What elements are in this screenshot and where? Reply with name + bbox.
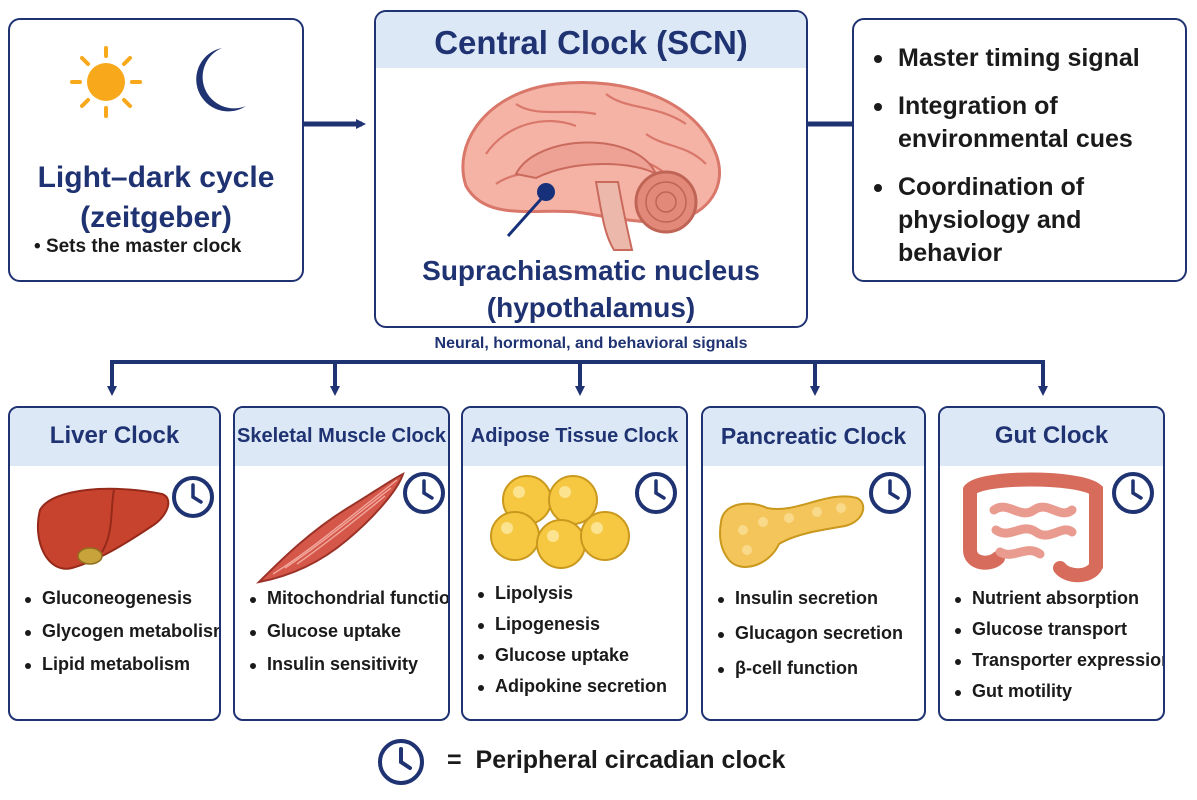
function-item: Coordination of physiology and behavior <box>870 171 1128 270</box>
list-item: Glucose uptake <box>247 621 448 642</box>
liver-icon <box>36 487 170 570</box>
pancreas-function-list: Insulin secretion Glucagon secretion β-c… <box>715 588 903 679</box>
list-item: Lipid metabolism <box>22 654 219 675</box>
list-item: Insulin sensitivity <box>247 654 448 675</box>
clock-icon <box>170 474 216 525</box>
signals-label: Neural, hormonal, and behavioral signals <box>434 335 748 352</box>
adipose-clock-title: Adipose Tissue Clock <box>470 425 679 447</box>
list-item: Gluconeogenesis <box>22 588 219 609</box>
pancreas-clock-box: Pancreatic Clock Insulin secretion Gluca… <box>701 406 926 721</box>
clock-icon <box>401 470 447 521</box>
function-item: Master timing signal <box>870 42 1188 75</box>
pancreas-icon <box>719 495 865 568</box>
light-dark-cycle-box: Light–dark cycle (zeitgeber) • Sets the … <box>8 18 304 282</box>
light-title: Light–dark cycle (zeitgeber) <box>37 161 275 234</box>
moon-icon <box>196 48 246 112</box>
pancreas-clock-title: Pancreatic Clock <box>720 423 907 449</box>
list-item: Adipokine secretion <box>475 676 667 697</box>
adipose-function-list: Lipolysis Lipogenesis Glucose uptake Adi… <box>475 583 667 697</box>
list-item: Glucagon secretion <box>715 623 903 644</box>
list-item: Glucose uptake <box>475 645 667 666</box>
clock-icon <box>867 470 913 521</box>
liver-function-list: Gluconeogenesis Glycogen metabolism Lipi… <box>22 588 219 675</box>
list-item: Insulin secretion <box>715 588 903 609</box>
scn-function-list: Master timing signal Integration of envi… <box>870 42 1188 285</box>
scn-functions-box: Master timing signal Integration of envi… <box>852 18 1187 282</box>
legend-equals: = <box>447 746 462 774</box>
intestine-icon <box>963 472 1103 583</box>
function-item: Integration of environmental cues <box>870 90 1158 156</box>
adipose-clock-box: Adipose Tissue Clock Lipolysis Lipogenes… <box>461 406 688 721</box>
muscle-function-list: Mitochondrial function Glucose uptake In… <box>247 588 448 675</box>
sun-icon <box>70 46 142 118</box>
muscle-clock-box: Skeletal Muscle Clock Mitochondrial func… <box>233 406 450 721</box>
list-item: Nutrient absorption <box>952 588 1163 609</box>
gut-clock-box: Gut Clock Nutrient absorption Glucose tr… <box>938 406 1165 721</box>
gut-function-list: Nutrient absorption Glucose transport Tr… <box>952 588 1163 702</box>
adipocytes-icon <box>490 475 630 569</box>
clock-icon <box>633 470 679 521</box>
liver-clock-box: Liver Clock Gluconeogenesis Glycogen met… <box>8 406 221 721</box>
liver-clock-title: Liver Clock <box>49 422 180 449</box>
scn-label: Suprachiasmatic nucleus (hypothalamus) <box>422 255 760 323</box>
central-clock-header <box>376 12 806 68</box>
gut-clock-title: Gut Clock <box>994 422 1109 449</box>
list-item: Mitochondrial function <box>247 588 448 609</box>
central-clock-title: Central Clock (SCN) <box>434 24 748 61</box>
brain-icon <box>461 81 721 251</box>
legend-clock-icon <box>376 737 426 792</box>
muscle-icon <box>256 472 405 584</box>
list-item: Lipogenesis <box>475 614 667 635</box>
list-item: Transporter expression <box>952 650 1163 671</box>
list-item: Lipolysis <box>475 583 667 604</box>
list-item: β-cell function <box>715 658 903 679</box>
muscle-clock-title: Skeletal Muscle Clock <box>237 425 446 447</box>
list-item: Glucose transport <box>952 619 1163 640</box>
central-clock-box: Central Clock (SCN) Suprachiasmatic nucl… <box>374 10 808 328</box>
legend: = Peripheral circadian clock <box>447 746 785 775</box>
list-item: Gut motility <box>952 681 1163 702</box>
legend-label: Peripheral circadian clock <box>475 746 786 774</box>
clock-icon <box>1110 470 1156 521</box>
light-bullet: • Sets the master clock <box>34 236 242 257</box>
list-item: Glycogen metabolism <box>22 621 219 642</box>
